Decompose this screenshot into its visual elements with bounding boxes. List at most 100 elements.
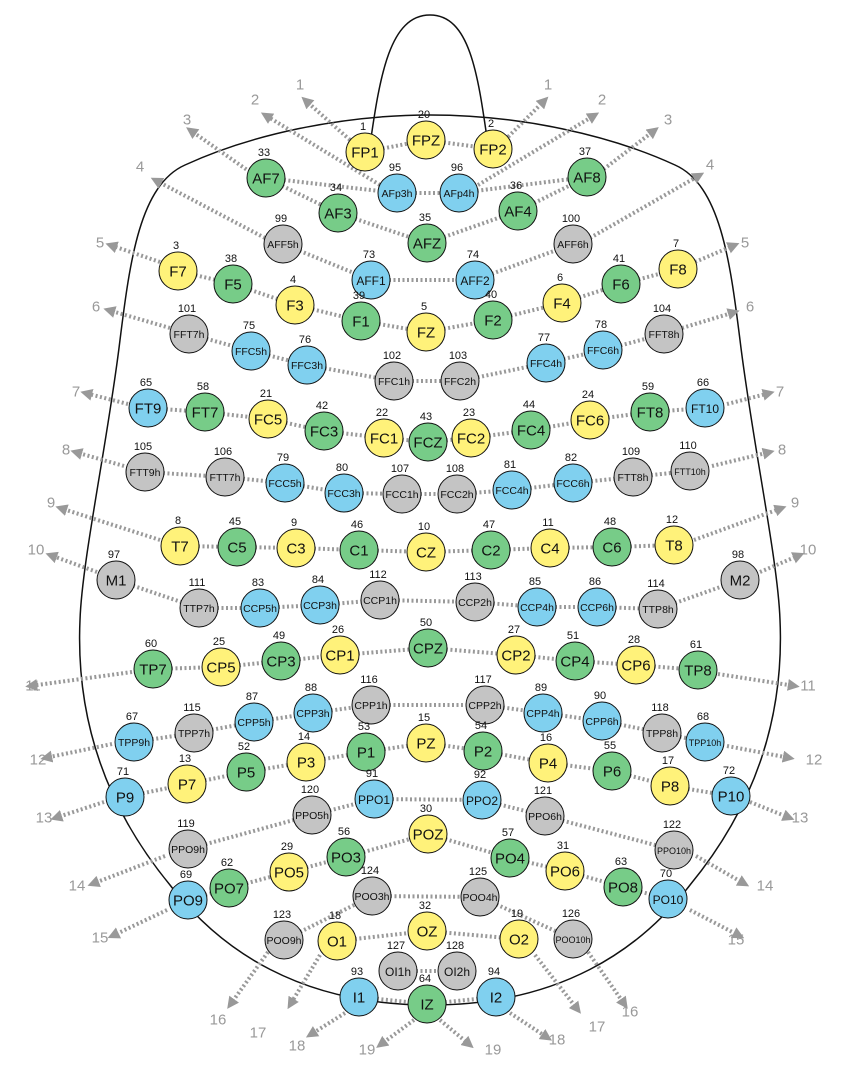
electrode-fz[interactable]: FZ5: [406, 301, 446, 352]
electrode-f7[interactable]: F73: [158, 240, 198, 291]
electrode-f3[interactable]: F34: [275, 274, 315, 325]
electrode-f4[interactable]: F46: [542, 272, 582, 323]
